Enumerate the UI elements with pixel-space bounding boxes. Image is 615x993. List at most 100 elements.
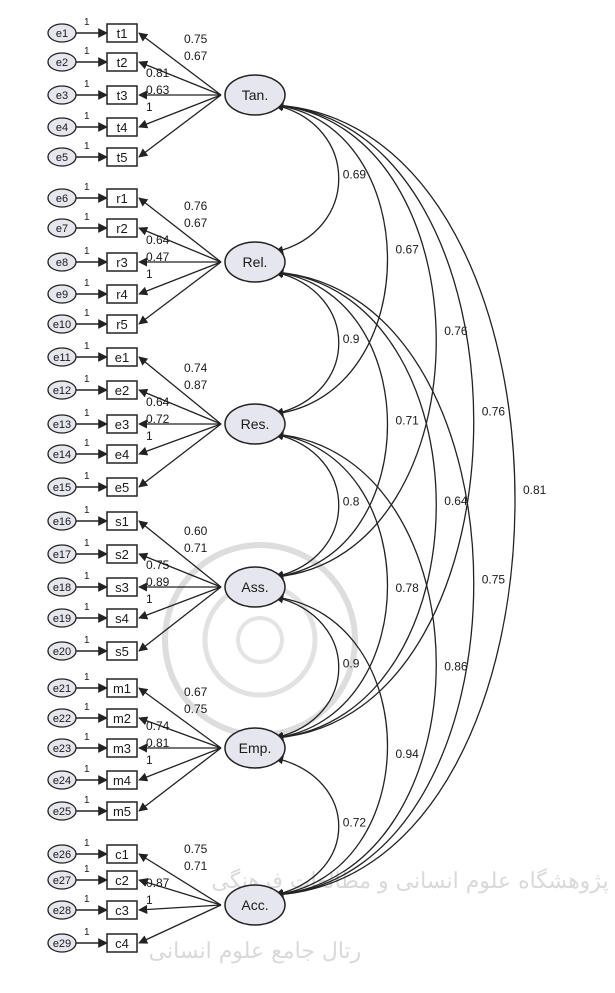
latent-factors: Tan.Rel.Res.Ass.Emp.Acc. [224,74,286,926]
loading-value: 0.67 [184,49,208,63]
loading-path [138,904,222,915]
factor-loadings: 0.750.670.810.6310.760.670.640.4710.740.… [138,32,222,944]
error-label: e9 [56,289,68,301]
covariance-arc [274,268,437,742]
error-path-weight: 1 [84,308,90,319]
error-label: e21 [53,683,71,695]
error-path-weight: 1 [84,212,90,223]
error-path-weight: 1 [84,246,90,257]
loading-path [138,94,222,129]
loading-path [138,197,222,263]
error-path-weight: 1 [84,408,90,419]
error-label: e11 [53,352,71,364]
item-label: s1 [115,514,129,529]
loading-value: 0.87 [146,876,170,890]
loading-value: 0.64 [146,233,170,247]
error-path-weight: 1 [84,17,90,28]
item-label: e2 [115,383,129,398]
error-path-weight: 1 [84,672,90,683]
covariance-value: 0.81 [523,483,547,497]
error-path-weight: 1 [84,79,90,90]
loading-value: 1 [146,100,153,114]
error-label: e29 [53,938,71,950]
item-label: e4 [115,447,129,462]
covariance-value: 0.72 [343,816,367,830]
error-path-weight: 1 [84,894,90,905]
loading-path [138,520,222,588]
covariance-value: 0.67 [396,243,420,257]
covariance-value: 0.8 [343,495,360,509]
covariance-value: 0.86 [444,660,468,674]
loading-value: 0.64 [146,395,170,409]
covariance-value: 0.94 [396,747,420,761]
error-label: e19 [53,613,71,625]
observed-items: t1e11t2e21t3e31t4e41t5e51r1e61r2e71r3e81… [47,17,138,953]
covariance-arc [274,268,389,581]
error-label: e27 [53,875,71,887]
loading-value: 0.67 [184,685,208,699]
factor-node [224,74,286,116]
covariance-value: 0.64 [444,494,468,508]
loading-value: 0.71 [184,541,208,555]
loading-value: 0.81 [146,736,170,750]
loading-path [138,32,222,96]
loading-path [138,226,222,263]
covariance-arc [274,430,389,742]
error-path-weight: 1 [84,46,90,57]
error-label: e18 [53,582,71,594]
loading-value: 0.63 [146,83,170,97]
item-label: r2 [116,221,128,236]
error-label: e8 [56,257,68,269]
factor-node [224,884,286,926]
error-path-weight: 1 [84,702,90,713]
loading-value: 0.87 [184,378,208,392]
covariance-arc [274,102,340,255]
watermark: پژوهشگاه علوم انسانی و مطالعات فرهنگی رت… [149,542,609,964]
loading-value: 1 [146,267,153,281]
item-label: r4 [116,287,128,302]
error-path-weight: 1 [84,341,90,352]
loading-path [138,716,222,749]
item-label: t5 [117,150,128,165]
item-label: s3 [115,580,129,595]
covariance-arc [274,268,475,899]
error-path-weight: 1 [84,864,90,875]
error-path-weight: 1 [84,374,90,385]
loading-path [138,423,222,456]
covariance-arc [274,430,437,899]
factor-label: Emp. [239,740,272,756]
error-label: e12 [53,385,71,397]
item-label: m5 [113,804,131,819]
item-label: c4 [115,936,129,951]
loading-path [138,687,222,749]
error-path-weight: 1 [84,635,90,646]
covariance-value: 0.9 [343,332,360,346]
error-path-weight: 1 [84,732,90,743]
loading-path [138,552,222,588]
error-path-weight: 1 [84,182,90,193]
loading-path [138,747,222,812]
covariance-value: 0.9 [343,657,360,671]
error-path-weight: 1 [84,927,90,938]
error-label: e17 [53,549,71,561]
loading-value: 0.75 [184,32,208,46]
error-path-weight: 1 [84,602,90,613]
error-label: e3 [56,90,68,102]
loading-path [138,261,222,325]
loading-path [138,586,222,620]
covariance-arc [274,100,516,900]
item-label: s2 [115,547,129,562]
loading-path [138,586,222,652]
loading-path [138,261,222,296]
error-label: e4 [56,122,68,134]
loading-value: 0.74 [184,361,208,375]
factor-node [224,566,286,608]
item-label: m1 [113,681,131,696]
error-path-weight: 1 [84,795,90,806]
error-path-weight: 1 [84,471,90,482]
covariance-arc [274,269,340,417]
item-label: e3 [115,417,129,432]
error-label: e5 [56,152,68,164]
error-label: e6 [56,193,68,205]
loading-value: 0.72 [146,412,170,426]
